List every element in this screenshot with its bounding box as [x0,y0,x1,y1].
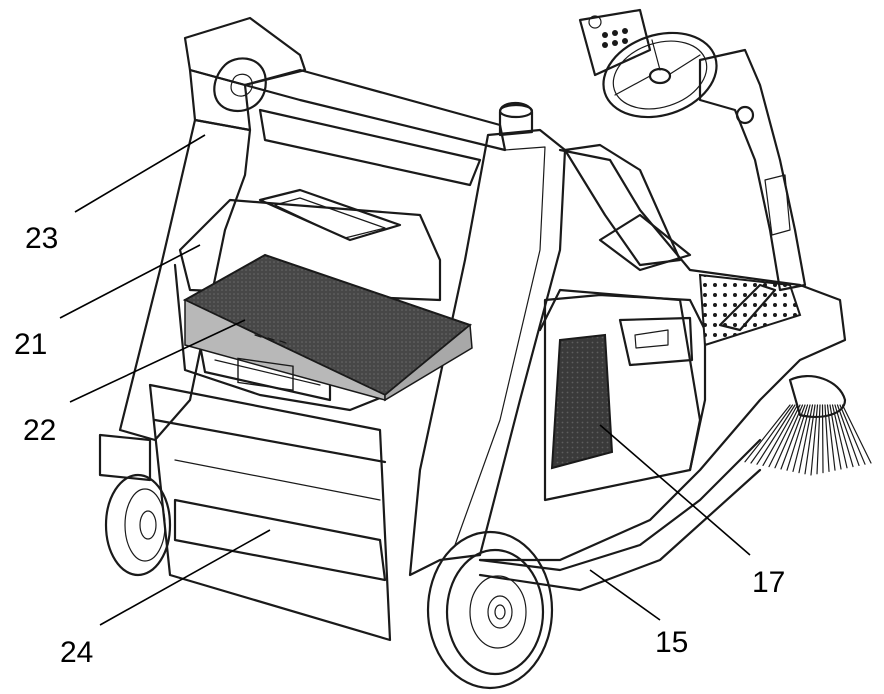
broom-bristle [774,404,804,469]
broom-bristle [841,404,872,464]
broom-bristle [750,404,794,464]
leader-lines [59,134,751,626]
broom-bristle [834,404,854,468]
broom-bristle [829,404,842,470]
steering-assembly [578,8,807,292]
broom-bristle [821,404,824,474]
rear-frame [98,16,507,482]
side-broom [744,375,872,476]
broom-bristle [816,404,821,475]
side-vent-mesh [550,316,694,470]
broom-bristle [810,404,819,476]
callout-21: 21 [14,328,47,361]
broom-bristle [804,404,816,475]
lower-hopper-flap [148,383,392,642]
leader-21 [59,244,201,319]
leader-15 [589,569,661,621]
operator-area [563,143,802,347]
callout-22: 22 [23,414,56,447]
leader-23 [74,134,206,213]
broom-bristle [798,404,814,474]
broom-bristle [768,404,801,468]
rear-wheel [104,473,172,577]
leader-24 [99,529,271,626]
callout-labels: 23 21 22 24 17 15 [14,222,785,669]
leader-17 [599,424,751,556]
broom-bristle [836,404,860,466]
callout-23: 23 [25,222,58,255]
callout-24: 24 [60,636,93,669]
callout-15: 15 [655,626,688,659]
broom-bristle [831,404,848,469]
broom-bristle [792,404,811,472]
broom-bristle [824,404,830,472]
broom-bristle [756,404,796,465]
broom-bristle [786,404,809,471]
callout-17: 17 [752,566,785,599]
broom-bristle [839,404,866,465]
broom-bristle [762,404,799,466]
front-wheel [426,530,554,690]
broom-bristle [780,404,806,470]
leader-22 [69,319,246,403]
front-pillar [408,101,567,577]
machine-body [478,148,847,592]
broom-bristle [744,404,791,463]
broom-bristle [826,404,836,471]
